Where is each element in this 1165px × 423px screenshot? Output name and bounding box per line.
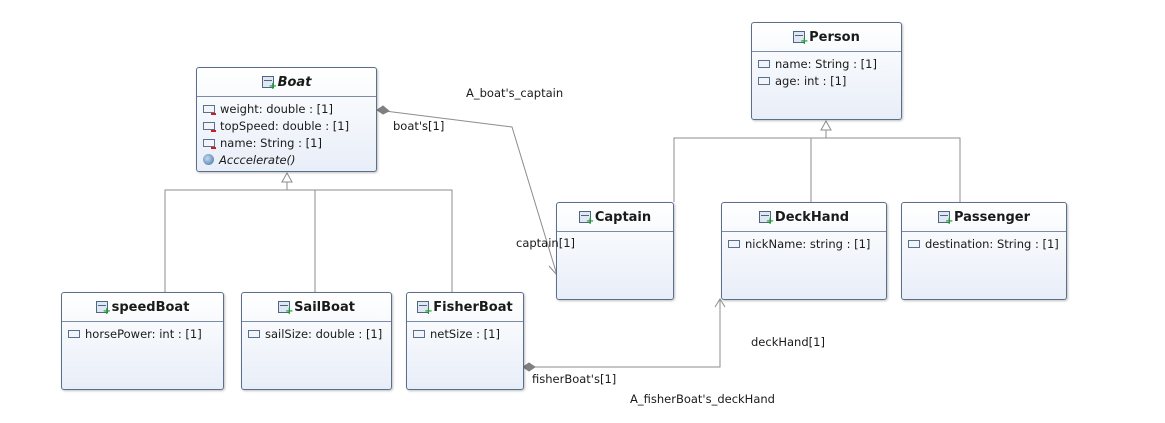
operation-text: Acccelerate() — [219, 152, 296, 167]
operation-icon — [203, 154, 214, 165]
class-name: SailBoat — [294, 299, 355, 315]
attribute-icon — [248, 329, 260, 338]
class-fisherboat-header: + FisherBoat — [407, 293, 523, 322]
attribute-icon — [908, 239, 920, 248]
association-name-fisherboat-deckhand: A_fisherBoat's_deckHand — [630, 392, 775, 406]
attribute-text: topSpeed: double : [1] — [220, 118, 350, 133]
class-speedboat-header: + speedBoat — [62, 293, 223, 322]
attribute-row[interactable]: name: String : [1] — [758, 55, 901, 72]
attribute-icon — [728, 239, 740, 248]
attribute-text: horsePower: int : [1] — [85, 326, 202, 341]
class-icon: + — [278, 301, 293, 317]
class-captain[interactable]: + Captain — [556, 202, 674, 300]
class-deckhand-header: + DeckHand — [722, 203, 886, 232]
class-icon: + — [417, 301, 433, 317]
class-passenger-members: destination: String : [1] — [902, 232, 1066, 252]
attribute-icon — [413, 329, 425, 338]
class-person[interactable]: + Person name: String : [1] age: int : [… — [751, 22, 902, 120]
class-person-members: name: String : [1] age: int : [1] — [752, 52, 901, 89]
class-name: Person — [809, 29, 860, 45]
class-name: Passenger — [953, 209, 1031, 225]
class-sailboat[interactable]: + SailBoat sailSize: double : [1] — [241, 292, 392, 390]
attribute-row[interactable]: topSpeed: double : [1] — [203, 117, 376, 134]
class-name: speedBoat — [111, 299, 190, 315]
attribute-row[interactable]: nickName: string : [1] — [728, 235, 886, 252]
attribute-row[interactable]: name: String : [1] — [203, 134, 376, 151]
class-captain-header: + Captain — [557, 203, 673, 232]
attribute-text: name: String : [1] — [775, 56, 877, 71]
association-end-deckhand: deckHand[1] — [751, 335, 825, 349]
generalization-boat-tree — [164, 171, 453, 292]
attribute-row[interactable]: netSize : [1] — [413, 325, 523, 342]
class-icon: + — [793, 31, 809, 47]
association-fisherboat-deckhand[interactable] — [522, 298, 726, 372]
attribute-icon — [203, 104, 216, 115]
class-name: Boat — [277, 74, 312, 90]
class-sailboat-members: sailSize: double : [1] — [242, 322, 391, 342]
class-name: Captain — [594, 209, 652, 225]
class-icon: + — [758, 211, 774, 227]
class-fisherboat[interactable]: + FisherBoat netSize : [1] — [406, 292, 524, 390]
class-icon: + — [578, 211, 594, 227]
class-speedboat-members: horsePower: int : [1] — [62, 322, 223, 342]
class-passenger-header: + Passenger — [902, 203, 1066, 232]
attribute-text: destination: String : [1] — [925, 236, 1059, 251]
attribute-text: age: int : [1] — [775, 73, 847, 88]
attribute-row[interactable]: age: int : [1] — [758, 72, 901, 89]
association-name-boat-captain: A_boat's_captain — [466, 86, 564, 100]
attribute-row[interactable]: sailSize: double : [1] — [248, 325, 391, 342]
attribute-text: netSize : [1] — [430, 326, 500, 341]
generalization-person-tree — [673, 119, 961, 202]
operation-row[interactable]: Acccelerate() — [203, 151, 376, 168]
class-speedboat[interactable]: + speedBoat horsePower: int : [1] — [61, 292, 224, 390]
class-fisherboat-members: netSize : [1] — [407, 322, 523, 342]
class-boat[interactable]: + Boat weight: double : [1] topSpeed: do… — [196, 67, 377, 172]
class-name: FisherBoat — [433, 299, 513, 315]
association-end-captain: captain[1] — [516, 236, 575, 250]
attribute-text: weight: double : [1] — [220, 101, 333, 116]
attribute-row[interactable]: weight: double : [1] — [203, 100, 376, 117]
class-person-header: + Person — [752, 23, 901, 52]
attribute-icon — [203, 121, 216, 132]
attribute-text: nickName: string : [1] — [745, 236, 871, 251]
class-icon: + — [95, 301, 111, 317]
attribute-icon — [758, 59, 770, 68]
class-icon: + — [261, 76, 277, 92]
attribute-icon — [68, 329, 80, 338]
attribute-row[interactable]: horsePower: int : [1] — [68, 325, 223, 342]
class-boat-header: + Boat — [197, 68, 376, 97]
class-deckhand-members: nickName: string : [1] — [722, 232, 886, 252]
class-boat-members: weight: double : [1] topSpeed: double : … — [197, 97, 376, 168]
attribute-text: sailSize: double : [1] — [265, 326, 383, 341]
class-icon: + — [937, 211, 953, 227]
class-sailboat-header: + SailBoat — [242, 293, 391, 322]
class-deckhand[interactable]: + DeckHand nickName: string : [1] — [721, 202, 887, 300]
attribute-icon — [758, 76, 770, 85]
class-passenger[interactable]: + Passenger destination: String : [1] — [901, 202, 1067, 300]
class-name: DeckHand — [774, 209, 850, 225]
association-end-fisherboat: fisherBoat's[1] — [532, 372, 617, 386]
attribute-row[interactable]: destination: String : [1] — [908, 235, 1066, 252]
association-end-boat: boat's[1] — [393, 119, 445, 133]
attribute-icon — [203, 138, 216, 149]
attribute-text: name: String : [1] — [220, 135, 322, 150]
